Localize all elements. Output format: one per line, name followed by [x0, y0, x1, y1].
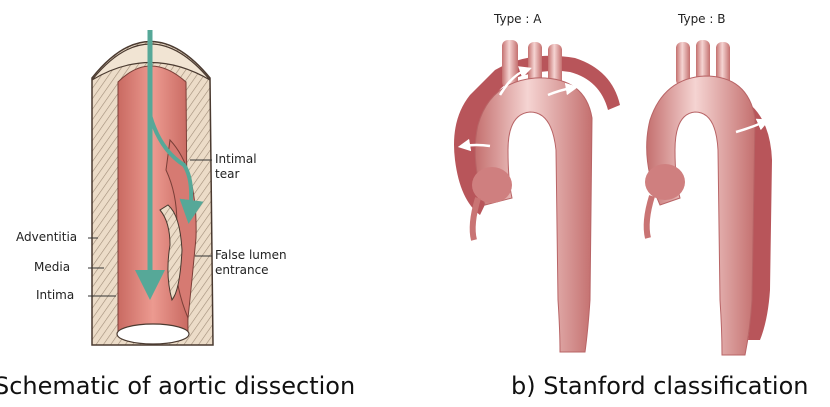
vessel-schematic [88, 30, 213, 345]
label-type-a: Type : A [494, 12, 541, 26]
type-a-coronary [473, 198, 478, 240]
label-false-lumen: False lumen entrance [215, 248, 287, 278]
label-false-lumen-line2: entrance [215, 263, 287, 278]
caption-panel-b: b) Stanford classification [511, 372, 808, 400]
caption-panel-a: Schematic of aortic dissection [0, 372, 355, 400]
type-b-aorta [645, 40, 772, 355]
label-intimal-tear: Intimal tear [215, 152, 257, 182]
label-false-lumen-line1: False lumen [215, 248, 287, 263]
vessel-bottom-opening [117, 324, 189, 344]
type-b-coronary [647, 196, 652, 238]
label-intima: Intima [36, 288, 74, 303]
type-a-aorta [454, 40, 620, 352]
type-a-aorta-body [475, 78, 592, 352]
label-adventitia: Adventitia [16, 230, 77, 245]
label-media: Media [34, 260, 70, 275]
type-b-aorta-body [647, 76, 755, 355]
label-type-b: Type : B [678, 12, 725, 26]
type-a-flow-arrow-3 [464, 145, 490, 146]
label-intimal-tear-line2: tear [215, 167, 257, 182]
label-intimal-tear-line1: Intimal [215, 152, 257, 167]
type-a-aortic-root [472, 167, 512, 203]
type-b-aortic-root [645, 164, 685, 200]
